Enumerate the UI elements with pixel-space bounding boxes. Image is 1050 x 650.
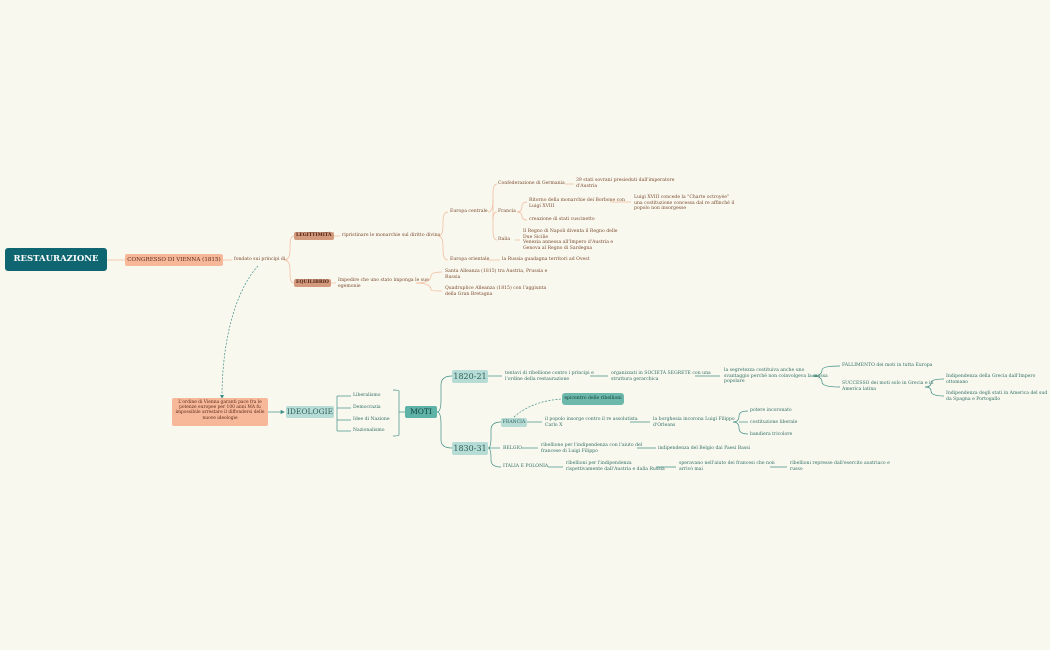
ribellioni-represse: ribellioni represse dall'esercito austri… (790, 461, 890, 472)
ideologie-node[interactable]: IDEOLOGIE (286, 406, 334, 418)
russia-ovest: la Russia guadagna territori ad Ovest (502, 257, 590, 262)
root-node[interactable]: RESTAURAZIONE (5, 248, 107, 271)
belgio-indipendenza: indipendenza del Belgio dai Paesi Bassi (658, 446, 751, 451)
italia-polonia-desc: ribellioni per l'indipendenza rispettiva… (566, 461, 665, 472)
ideologia-item: Nazionalismo (353, 428, 385, 433)
societa-segrete: organizzati in SOCIETÀ SEGRETE con una s… (611, 371, 711, 382)
ideologia-item: Idee di Nazione (353, 417, 390, 422)
francia-tag[interactable]: FRANCIA (501, 418, 527, 427)
moti-1820-node[interactable]: 1820-21 (452, 370, 488, 383)
ordine-vienna-box[interactable]: L'ordine di Vienna garantì pace fra le p… (172, 398, 268, 426)
europa-centrale: Europa centrale (450, 209, 488, 214)
santa-alleanza: Santa Alleanza (1815) tra Austria, Pruss… (445, 269, 548, 280)
ideologia-item: Democrazia (353, 405, 381, 410)
indipendenza-america: Indipendenza degli stati in America del … (946, 391, 1048, 402)
indipendenza-grecia: Indipendenza della Grecia dall'Impero ot… (946, 374, 1036, 385)
ritorno-borbone: Ritorno della monarchie dei Borbone con … (529, 198, 625, 209)
stati-cuscinetto: creazione di stati cuscinetto (529, 217, 595, 222)
effetto-item: bandiera tricolore (750, 432, 793, 437)
legittimita-tag[interactable]: LEGITTIMITÀ (294, 232, 334, 240)
speravano-francesi: speravano nell'aiuto dei francesi che no… (679, 461, 775, 472)
moti-node[interactable]: MOTI (405, 406, 437, 418)
italia-desc: Il Regno di Napoli diventa il Regno dell… (523, 229, 618, 251)
segretezza: la segretezza costituiva anche uno svant… (724, 368, 828, 385)
congresso-node[interactable]: CONGRESSO DI VIENNA (1815) (125, 254, 223, 266)
quadruplice-alleanza: Quadruplice Alleanza (1815) con l'aggiun… (445, 286, 547, 297)
fallimento: FALLIMENTO dei moti in tutta Europa (842, 363, 933, 368)
borghesia-luigi-filippo: la borghesia incorona Luigi Filippo d'Or… (653, 417, 735, 428)
successo: SUCCESSO dei moti solo in Grecia e in Am… (842, 381, 934, 392)
europa-orientale: Europa orientale (450, 257, 490, 262)
francia-label: Francia (498, 209, 516, 214)
italia-label: Italia (498, 237, 511, 242)
legittimita-desc: ripristinare le monarchie sul diritto di… (342, 233, 441, 238)
belgio-label: BELGIO (503, 446, 523, 451)
equilibrio-desc: Impedire che uno stato imponga le sue eg… (338, 278, 429, 289)
ideologia-item: Liberalismo (353, 393, 381, 398)
luigi-charte: Luigi XVIII concede la "Charte octroyée"… (634, 195, 735, 212)
fondato-label: fondato sui principi di (234, 257, 286, 262)
tentativi: tentavi di ribellione contro i principi … (505, 371, 594, 382)
epicentro-box[interactable]: epicentro delle ribellioni (562, 393, 624, 405)
effetto-item: potere incoronato (750, 408, 792, 413)
italia-polonia-label: ITALIA E POLONIA (503, 464, 549, 469)
confederazione-desc: 39 stati sovrani presieduti dall'imperat… (576, 178, 675, 189)
confederazione: Confederazione di Germania (498, 181, 565, 186)
belgio-desc: ribellione per l'indipendenza con l'aiut… (541, 443, 643, 454)
equilibrio-tag[interactable]: EQUILIBRIO (294, 279, 331, 287)
francia-desc: il popolo insorge contro il re assolutis… (545, 417, 638, 428)
moti-1830-node[interactable]: 1830-31 (452, 442, 488, 455)
effetto-item: costituzione liberale (750, 420, 798, 425)
